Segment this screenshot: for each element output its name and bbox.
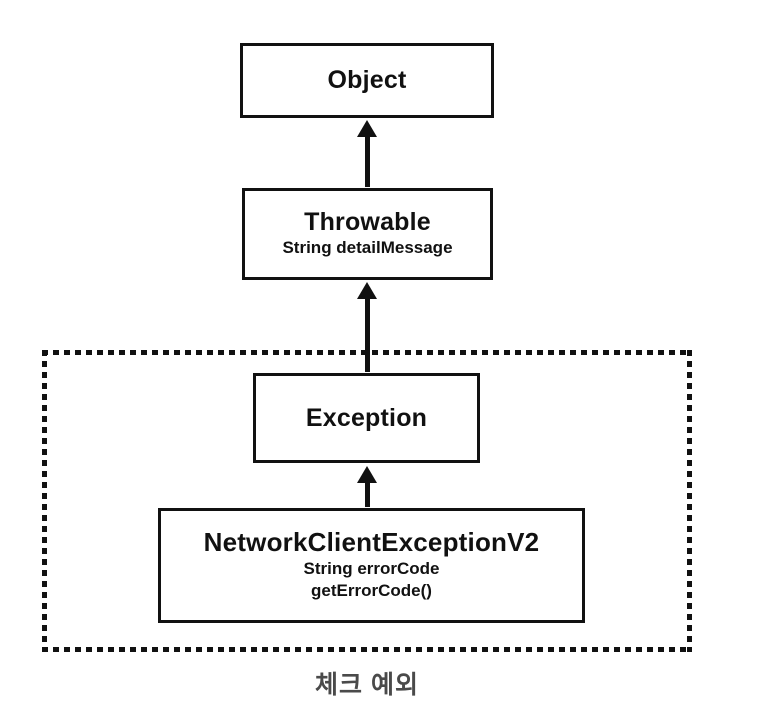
class-title-exception: Exception — [305, 403, 428, 432]
checked-exception-group-label: 체크 예외 — [315, 671, 419, 699]
arrow-head-icon — [357, 466, 377, 483]
class-box-throwable: Throwable String detailMessage — [242, 188, 493, 280]
arrow-shaft — [364, 480, 370, 507]
arrow-shaft — [364, 296, 370, 372]
class-field-error-code: String errorCode — [303, 558, 440, 578]
dotted-border-bottom — [42, 647, 692, 652]
arrow-head-icon — [357, 282, 377, 299]
dotted-border-right — [687, 350, 692, 652]
class-box-object: Object — [240, 43, 494, 118]
inheritance-arrow-throwable-to-object — [356, 120, 378, 187]
inheritance-arrow-exception-to-throwable — [356, 282, 378, 372]
inheritance-arrow-networkclientexceptionv2-to-exception — [356, 466, 378, 507]
arrow-shaft — [364, 134, 370, 187]
arrow-head-icon — [357, 120, 377, 137]
dotted-border-left — [42, 350, 47, 652]
class-title-object: Object — [327, 66, 407, 95]
class-title-throwable: Throwable — [304, 208, 431, 237]
class-box-exception: Exception — [253, 373, 480, 463]
class-field-detail-message: String detailMessage — [282, 237, 453, 257]
class-title-network-client-exception-v2: NetworkClientExceptionV2 — [203, 526, 540, 557]
class-box-network-client-exception-v2: NetworkClientExceptionV2 String errorCod… — [158, 508, 585, 623]
class-method-get-error-code: getErrorCode() — [311, 581, 432, 601]
